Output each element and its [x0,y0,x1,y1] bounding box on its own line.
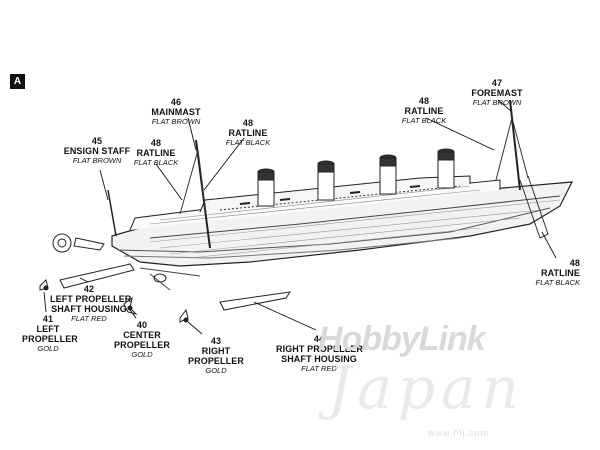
part-finish: FLAT RED [301,364,337,373]
part-name: LEFT PROPELLER [50,294,132,304]
part-name: RATLINE [404,106,444,116]
label-ensign-staff: 45 ENSIGN STAFF FLAT BROWN [60,136,134,166]
part-number: 47 [491,78,503,88]
part-number: 40 [136,320,148,330]
right-shaft-shape [219,291,292,311]
part-name: MAINMAST [151,107,201,117]
label-right-shaft: 44 RIGHT PROPELLER SHAFT HOUSING FLAT RE… [276,334,364,374]
part-number: 48 [242,118,254,128]
part-name: PROPELLER [114,340,170,350]
part-name: RATLINE [136,148,176,158]
part-finish: GOLD [131,350,153,359]
funnel-1 [257,168,275,207]
part-name: RIGHT [201,346,231,356]
funnel-4 [437,148,455,189]
part-finish: FLAT BLACK [225,138,271,147]
part-name: FOREMAST [471,88,523,98]
part-finish: FLAT BLACK [133,158,179,167]
left-shaft-shape [59,263,135,289]
label-ratline-mid: 48 RATLINE FLAT BLACK [220,118,276,148]
label-ratline-fore-top: 48 RATLINE FLAT BLACK [396,96,452,126]
part-number: 43 [210,336,222,346]
label-left-prop: 41 LEFT PROPELLER GOLD [22,314,78,354]
label-foremast: 47 FOREMAST FLAT BROWN [466,78,528,108]
label-ratline-bow: 48 RATLINE FLAT BLACK [528,258,580,288]
part-finish: FLAT RED [71,314,107,323]
part-name: CENTER [123,330,161,340]
part-name: SHAFT HOUSING [281,354,357,364]
funnel-3 [379,154,397,195]
foremast [509,99,521,191]
part-finish: GOLD [205,366,227,375]
right-prop-shape [179,308,189,323]
part-finish: FLAT BROWN [151,117,201,126]
part-finish: FLAT BROWN [472,98,522,107]
part-number: 42 [83,284,95,294]
label-center-prop: 40 CENTER PROPELLER GOLD [114,320,170,360]
watermark-script: Japan [328,354,525,422]
watermark-brand: HobbyLink [318,320,486,358]
part-finish: FLAT BLACK [401,116,447,125]
left-prop-shape [39,279,49,291]
part-name: RIGHT PROPELLER [276,344,364,354]
part-number: 48 [569,258,580,268]
part-number: 48 [418,96,430,106]
part-name: RATLINE [540,268,580,278]
part-name: RATLINE [228,128,268,138]
part-name: ENSIGN STAFF [63,146,131,156]
part-finish: FLAT BROWN [72,156,122,165]
part-number: 45 [91,136,103,146]
watermark-url: www.hlj.com [428,428,490,438]
ratline-aft-shape [179,149,207,215]
part-name: LEFT [36,324,60,334]
label-left-shaft: 42 LEFT PROPELLER SHAFT HOUSING FLAT RED [50,284,132,324]
part-number: 41 [42,314,54,324]
label-mainmast: 46 MAINMAST FLAT BROWN [146,97,206,127]
part-number: 46 [170,97,182,107]
part-finish: FLAT BLACK [535,278,580,287]
funnel-2 [317,160,335,201]
part-finish: GOLD [37,344,59,353]
label-right-prop: 43 RIGHT PROPELLER GOLD [188,336,244,376]
ensign-staff-shape [107,189,117,237]
watermark: HobbyLink Japan www.hlj.com [318,320,588,440]
label-ratline-aft: 48 RATLINE FLAT BLACK [128,138,184,168]
part-number: 44 [313,334,325,344]
ratline-fore-shape [495,116,529,181]
step-badge: A [10,74,25,89]
center-prop-shape [123,296,138,315]
part-name: SHAFT HOUSING [51,304,127,314]
part-name: PROPELLER [188,356,244,366]
part-number: 48 [150,138,162,148]
part-name: PROPELLER [22,334,78,344]
